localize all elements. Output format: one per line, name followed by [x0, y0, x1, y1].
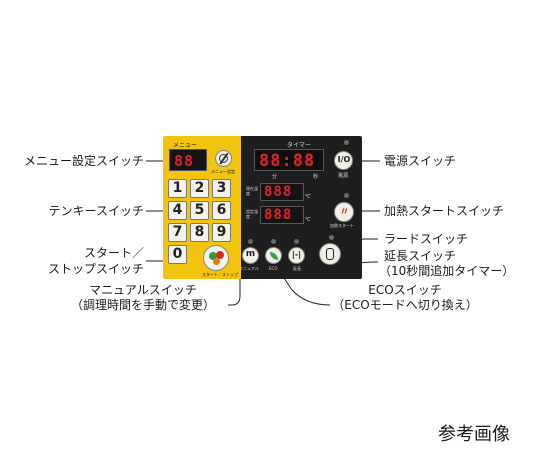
label-start-stop-line1: スタート／ — [83, 246, 144, 260]
heat-start-led — [344, 193, 349, 198]
lard-icon — [326, 248, 334, 260]
leaf-icon — [270, 252, 278, 260]
celsius-1: ℃ — [305, 194, 311, 200]
second-unit: 秒 — [313, 174, 319, 180]
timer-display: 88:88 — [254, 149, 324, 171]
current-temp-display: 888 — [260, 183, 304, 201]
heat-start-small-label: 加熱スタート — [330, 223, 354, 228]
lard-led — [329, 235, 334, 240]
key-8[interactable]: 8 — [190, 223, 209, 242]
label-eco-line1: ECOスイッチ — [368, 283, 442, 297]
label-extend-line1: 延長スイッチ — [384, 249, 457, 263]
current-temp-value: 888 — [264, 184, 293, 200]
menu-setting-small-label: メニュー設定 — [211, 169, 235, 174]
line-manual — [228, 271, 241, 306]
key-6[interactable]: 6 — [212, 201, 231, 220]
power-icon: I/O — [337, 155, 351, 164]
temp-label-set: 設定温度 — [246, 209, 258, 219]
start-stop-button[interactable] — [203, 245, 229, 271]
reference-image-label: 参考画像 — [438, 424, 510, 445]
key-5[interactable]: 5 — [190, 201, 209, 220]
start-stop-red-icon — [216, 251, 224, 259]
set-temp-value: 888 — [264, 207, 293, 223]
label-eco-line2: （ECOモードへ切り換え） — [332, 298, 478, 312]
lard-button[interactable] — [319, 243, 341, 265]
menu-display-value: 88 — [174, 152, 195, 170]
key-3[interactable]: 3 — [212, 179, 231, 198]
celsius-2: ℃ — [305, 217, 311, 223]
key-4[interactable]: 4 — [168, 201, 187, 220]
minute-unit: 分 — [272, 174, 278, 180]
label-start-stop-line2: ストップスイッチ — [47, 262, 144, 276]
menu-setting-icon — [219, 154, 228, 163]
key-2[interactable]: 2 — [190, 179, 209, 198]
key-0[interactable]: 0 — [168, 245, 187, 264]
timer-display-value: 88:88 — [259, 151, 316, 171]
heat-icon: 〃 — [339, 207, 350, 218]
eco-small-label: ECO — [269, 266, 278, 271]
power-led — [344, 140, 349, 145]
key-7[interactable]: 7 — [168, 223, 187, 242]
heat-start-button[interactable]: 〃 — [334, 202, 354, 222]
eco-button[interactable] — [265, 247, 282, 264]
power-button[interactable]: I/O — [334, 151, 353, 170]
key-1[interactable]: 1 — [168, 179, 187, 198]
eco-led — [271, 239, 276, 244]
label-manual-line2: （調理時間を手動で変更） — [70, 298, 215, 312]
start-stop-green-icon — [209, 252, 217, 260]
key-9[interactable]: 9 — [212, 223, 231, 242]
set-temp-display: 888 — [260, 206, 304, 224]
power-small-label: 電源 — [338, 173, 349, 179]
menu-display: 88 — [169, 149, 207, 171]
extend-led — [294, 239, 299, 244]
label-menu-setting-switch: メニュー設定スイッチ — [23, 154, 144, 168]
control-panel: メニュー 88 メニュー設定 1 2 3 4 5 6 7 8 9 0 スタート／… — [163, 136, 362, 279]
extend-icon: |-| — [291, 250, 302, 259]
menu-setting-button[interactable] — [215, 150, 232, 167]
label-manual-line1: マニュアルスイッチ — [89, 283, 197, 297]
manual-button[interactable]: m — [242, 247, 259, 264]
manual-small-label: マニュアル — [239, 266, 259, 271]
menu-header: メニュー — [173, 142, 198, 149]
timer-section: タイマー 88:88 分 秒 I/O 電源 現在温度 888 ℃ 設定温度 88… — [239, 136, 362, 279]
start-stop-small-label: スタート／ストップ — [202, 272, 238, 277]
line-eco — [283, 277, 331, 306]
timer-header: タイマー — [287, 142, 312, 149]
label-lard-switch: ラードスイッチ — [384, 232, 469, 246]
manual-icon: m — [245, 249, 256, 259]
label-tenkey-switch: テンキースイッチ — [48, 204, 144, 218]
manual-led — [248, 239, 253, 244]
label-heat-start-switch: 加熱スタートスイッチ — [384, 204, 505, 218]
label-extend-line2: （10秒間追加タイマー） — [379, 264, 515, 278]
extend-small-label: 延長 — [293, 266, 301, 271]
label-power-switch: 電源スイッチ — [384, 154, 457, 168]
menu-keypad-section: メニュー 88 メニュー設定 1 2 3 4 5 6 7 8 9 0 スタート／… — [163, 136, 241, 279]
extend-button[interactable]: |-| — [288, 247, 305, 264]
temp-label-current: 現在温度 — [246, 186, 258, 196]
